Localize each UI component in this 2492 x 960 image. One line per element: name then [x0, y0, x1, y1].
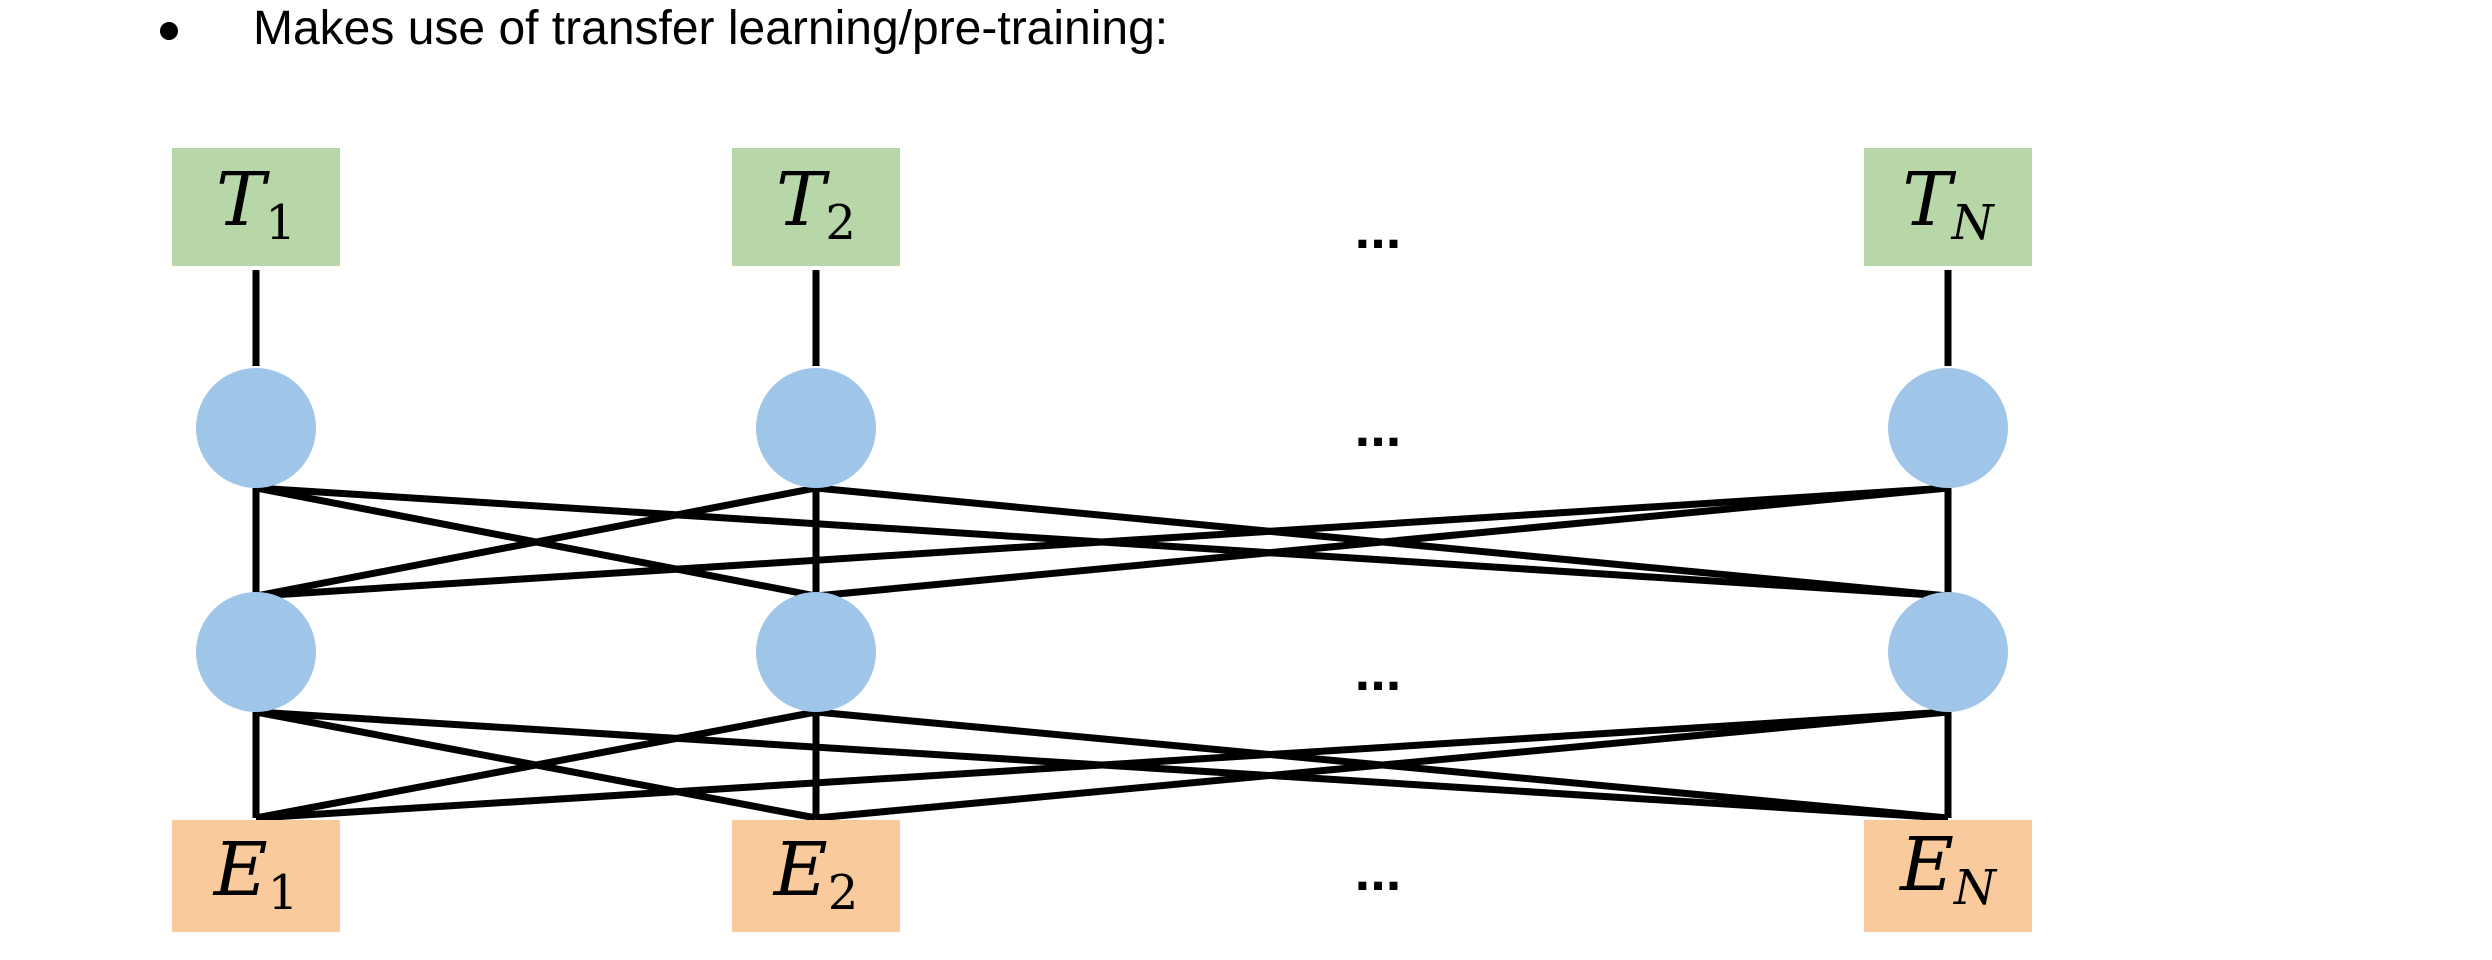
output-box-2-rect: [732, 148, 900, 266]
svg-text:EN: EN: [1898, 822, 1998, 916]
output-box-n: TN: [1864, 148, 2032, 266]
edge-lower-to-upper-n-1: [255, 484, 1949, 600]
edge-input-to-lower-n-1: [255, 708, 1949, 822]
output-letter-n: T: [1902, 157, 1956, 243]
svg-text:TN: TN: [1902, 157, 1995, 251]
input-box-n: EN: [1864, 820, 2032, 932]
input-box-2-rect: [732, 820, 900, 932]
input-letter-n: E: [1898, 822, 1954, 908]
lower-node-n: [1888, 592, 2008, 712]
bullet-text: Makes use of transfer learning/pre-train…: [253, 2, 1169, 55]
edge-input-to-lower-n-2: [815, 708, 1949, 822]
output-box-n-rect: [1864, 148, 2032, 266]
input-box-2: E2: [732, 820, 900, 932]
input-box-1-rect: [172, 820, 340, 932]
output-sub-n: N: [1951, 195, 1996, 251]
edge-layer: [252, 269, 1952, 822]
svg-text:E1: E1: [212, 827, 299, 921]
input-box-1: E1: [172, 820, 340, 932]
bullet-dot: [160, 22, 178, 40]
input-sub-1: 1: [268, 865, 299, 921]
input-box-n-rect: [1864, 820, 2032, 932]
ellipsis-outputs: ...: [1355, 197, 1402, 260]
lower-node-1: [196, 592, 316, 712]
ellipsis-inputs: ...: [1355, 839, 1402, 902]
input-sub-2: 2: [828, 865, 859, 921]
output-sub-1: 1: [265, 195, 296, 251]
svg-text:T2: T2: [776, 157, 856, 251]
ellipsis-lower-nodes: ...: [1355, 639, 1402, 702]
output-letter-2: T: [776, 157, 830, 243]
output-letter-1: T: [216, 157, 270, 243]
upper-node-2: [756, 368, 876, 488]
ellipsis-upper-nodes: ...: [1355, 395, 1402, 458]
input-letter-1: E: [212, 827, 268, 913]
output-sub-2: 2: [825, 195, 856, 251]
upper-node-n: [1888, 368, 2008, 488]
output-box-1: T1: [172, 148, 340, 266]
upper-node-1: [196, 368, 316, 488]
lower-node-2: [756, 592, 876, 712]
svg-text:E2: E2: [772, 827, 859, 921]
output-box-1-rect: [172, 148, 340, 266]
edge-lower-to-upper-n-2: [815, 484, 1949, 600]
input-letter-2: E: [772, 827, 828, 913]
edge-input-to-lower-2-1: [255, 708, 817, 822]
output-box-2: T2: [732, 148, 900, 266]
edge-lower-to-upper-2-1: [255, 484, 817, 600]
svg-text:T1: T1: [216, 157, 296, 251]
input-sub-n: N: [1953, 860, 1998, 916]
bullet-item: Makes use of transfer learning/pre-train…: [0, 0, 2492, 60]
